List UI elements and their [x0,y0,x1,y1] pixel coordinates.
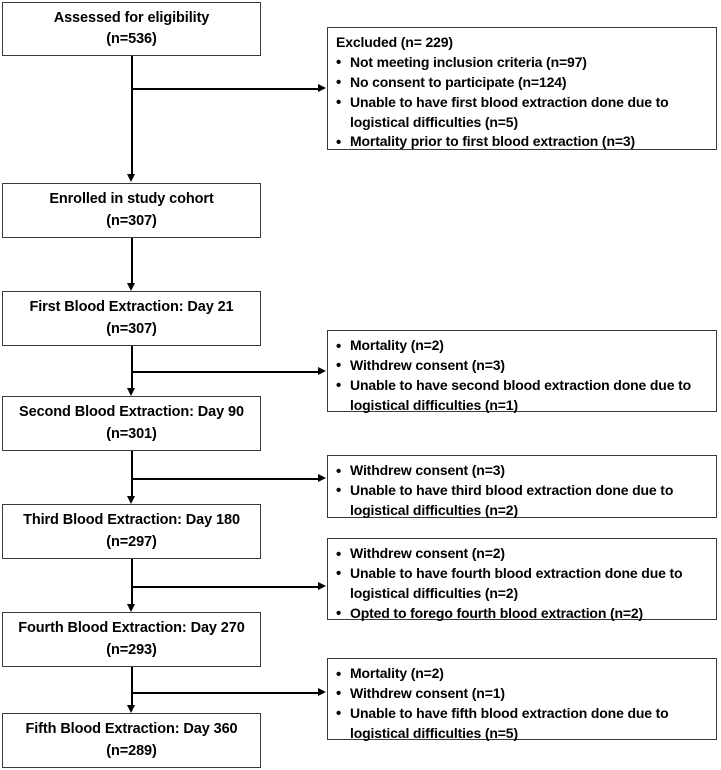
list-item: • Unable to have first blood extraction d… [335,93,709,133]
list-item: • Mortality prior to first blood extracti… [335,132,709,152]
list-item: • Withdrew consent (n=3) [335,356,709,376]
list-item-text: Mortality prior to first blood extractio… [350,133,636,150]
list-item: • Opted to forego fourth blood extraction… [335,604,709,624]
list-item-text: No consent to participate (n=124) [350,73,567,90]
list-item: • Unable to have second blood extraction … [335,376,709,416]
list-item-text: Unable to have second blood extraction d… [350,376,691,413]
node-count: (n=536) [106,31,157,47]
bullet-icon: • [336,54,342,72]
list-item: • Unable to have fourth blood extraction … [335,564,709,604]
node-title: Enrolled in study cohort [49,191,214,208]
node-count: (n=289) [106,742,157,759]
node-third-blood-extraction[interactable]: Third Blood Extraction: Day 180 (n=297) [2,504,261,559]
bullet-icon: • [336,357,342,375]
list-item: • Mortality (n=2) [335,336,709,356]
bullet-icon: • [336,545,342,563]
losses-list: • Withdrew consent (n=2) • Unable to have … [335,544,709,624]
arrowhead-down-third-to-fourth [127,604,135,612]
list-item-text: Unable to have first blood extraction do… [350,93,669,130]
bullet-icon: • [336,377,342,395]
bullet-icon: • [336,482,342,500]
arrowhead-right-fourth-losses [318,688,326,696]
list-item-text: Mortality (n=2) [350,665,444,681]
list-item-text: Opted to forego fourth blood extraction … [350,604,644,621]
node-second-blood-extraction[interactable]: Second Blood Extraction: Day 90 (n=301) [2,396,261,451]
arrowhead-right-to-excluded [318,84,326,92]
node-losses-after-second-extraction[interactable]: • Withdrew consent (n=3) • Unable to have … [327,455,717,518]
node-count: (n=307) [106,212,157,229]
losses-list: • Mortality (n=2) • Withdrew consent (n=3)… [335,336,709,416]
list-item-text: Unable to have fourth blood extraction d… [350,564,683,601]
list-item: • Withdrew consent (n=2) [335,544,709,564]
node-losses-after-first-extraction[interactable]: • Mortality (n=2) • Withdrew consent (n=3)… [327,330,717,413]
bullet-icon: • [336,337,342,355]
list-item-text: Unable to have third blood extraction do… [350,481,674,518]
bullet-icon: • [336,133,342,151]
losses-list: • Withdrew consent (n=3) • Unable to have … [335,461,709,521]
node-excluded[interactable]: Excluded (n= 229) • Not meeting inclusion… [327,27,717,152]
bullet-icon: • [336,685,342,703]
node-losses-after-fourth-extraction[interactable]: • Mortality (n=2) • Withdrew consent (n=1)… [327,658,717,741]
bullet-icon: • [336,665,342,683]
connector-assessed-to-excluded [131,88,319,90]
arrowhead-down-second-to-third [127,496,135,504]
node-count: (n=301) [106,425,157,442]
node-first-blood-extraction[interactable]: First Blood Extraction: Day 21 (n=307) [2,291,261,346]
excluded-list: • Not meeting inclusion criteria (n=97) •… [335,53,709,152]
connector-second-to-third [131,451,133,496]
arrowhead-down-fourth-to-fifth [127,705,135,713]
bullet-icon: • [336,565,342,583]
connector-fourth-to-losses [131,692,319,694]
list-item-text: Withdrew consent (n=3) [350,462,505,478]
list-item-text: Withdrew consent (n=3) [350,356,505,373]
list-item-text: Mortality (n=2) [350,337,444,353]
connector-assessed-to-enrolled [131,56,133,175]
node-losses-after-third-extraction[interactable]: • Withdrew consent (n=2) • Unable to have … [327,538,717,622]
bullet-icon: • [336,462,342,480]
node-title: Second Blood Extraction: Day 90 [19,404,244,421]
connector-second-to-losses [131,478,319,480]
excluded-heading: Excluded (n= 229) [336,34,453,50]
node-count: (n=297) [106,533,157,550]
connector-first-to-second [131,346,133,388]
arrowhead-right-second-losses [318,474,326,482]
connector-fourth-to-fifth [131,667,133,705]
bullet-icon: • [336,605,342,623]
arrowhead-down-assessed-to-enrolled [127,174,135,182]
list-item-text: Withdrew consent (n=2) [350,545,505,561]
list-item: • Unable to have fifth blood extraction d… [335,704,709,744]
arrowhead-down-first-to-second [127,388,135,396]
node-title: First Blood Extraction: Day 21 [29,299,234,316]
list-item: • Withdrew consent (n=3) [335,461,709,481]
list-item-text: Withdrew consent (n=1) [350,684,505,701]
list-item-text: Not meeting inclusion criteria (n=97) [350,53,587,70]
node-count: (n=307) [106,320,157,337]
connector-third-to-losses [131,586,319,588]
bullet-icon: • [336,705,342,723]
list-item: • Mortality (n=2) [335,664,709,684]
losses-list: • Mortality (n=2) • Withdrew consent (n=1)… [335,664,709,744]
node-title: Third Blood Extraction: Day 180 [23,512,240,529]
node-title: Assessed for eligibility [53,9,210,26]
node-fifth-blood-extraction[interactable]: Fifth Blood Extraction: Day 360 (n=289) [2,713,261,768]
node-title: Fourth Blood Extraction: Day 270 [18,620,245,637]
bullet-icon: • [336,94,342,112]
arrowhead-right-third-losses [318,582,326,590]
bullet-icon: • [336,74,342,92]
list-item-text: Unable to have fifth blood extraction do… [350,704,669,741]
node-count: (n=293) [106,641,157,658]
list-item: • No consent to participate (n=124) [335,73,709,93]
connector-third-to-fourth [131,559,133,604]
connector-enrolled-to-first [131,238,133,284]
node-assessed-for-eligibility[interactable]: Assessed for eligibility (n=536) [2,2,261,56]
connector-first-to-losses [131,371,319,373]
list-item: • Withdrew consent (n=1) [335,684,709,704]
arrowhead-right-first-losses [318,367,326,375]
arrowhead-down-enrolled-to-first [127,283,135,291]
node-title: Fifth Blood Extraction: Day 360 [25,721,238,738]
list-item: • Not meeting inclusion criteria (n=97) [335,53,709,73]
list-item: • Unable to have third blood extraction d… [335,481,709,521]
node-enrolled-in-study-cohort[interactable]: Enrolled in study cohort (n=307) [2,183,261,238]
node-fourth-blood-extraction[interactable]: Fourth Blood Extraction: Day 270 (n=293) [2,612,261,667]
